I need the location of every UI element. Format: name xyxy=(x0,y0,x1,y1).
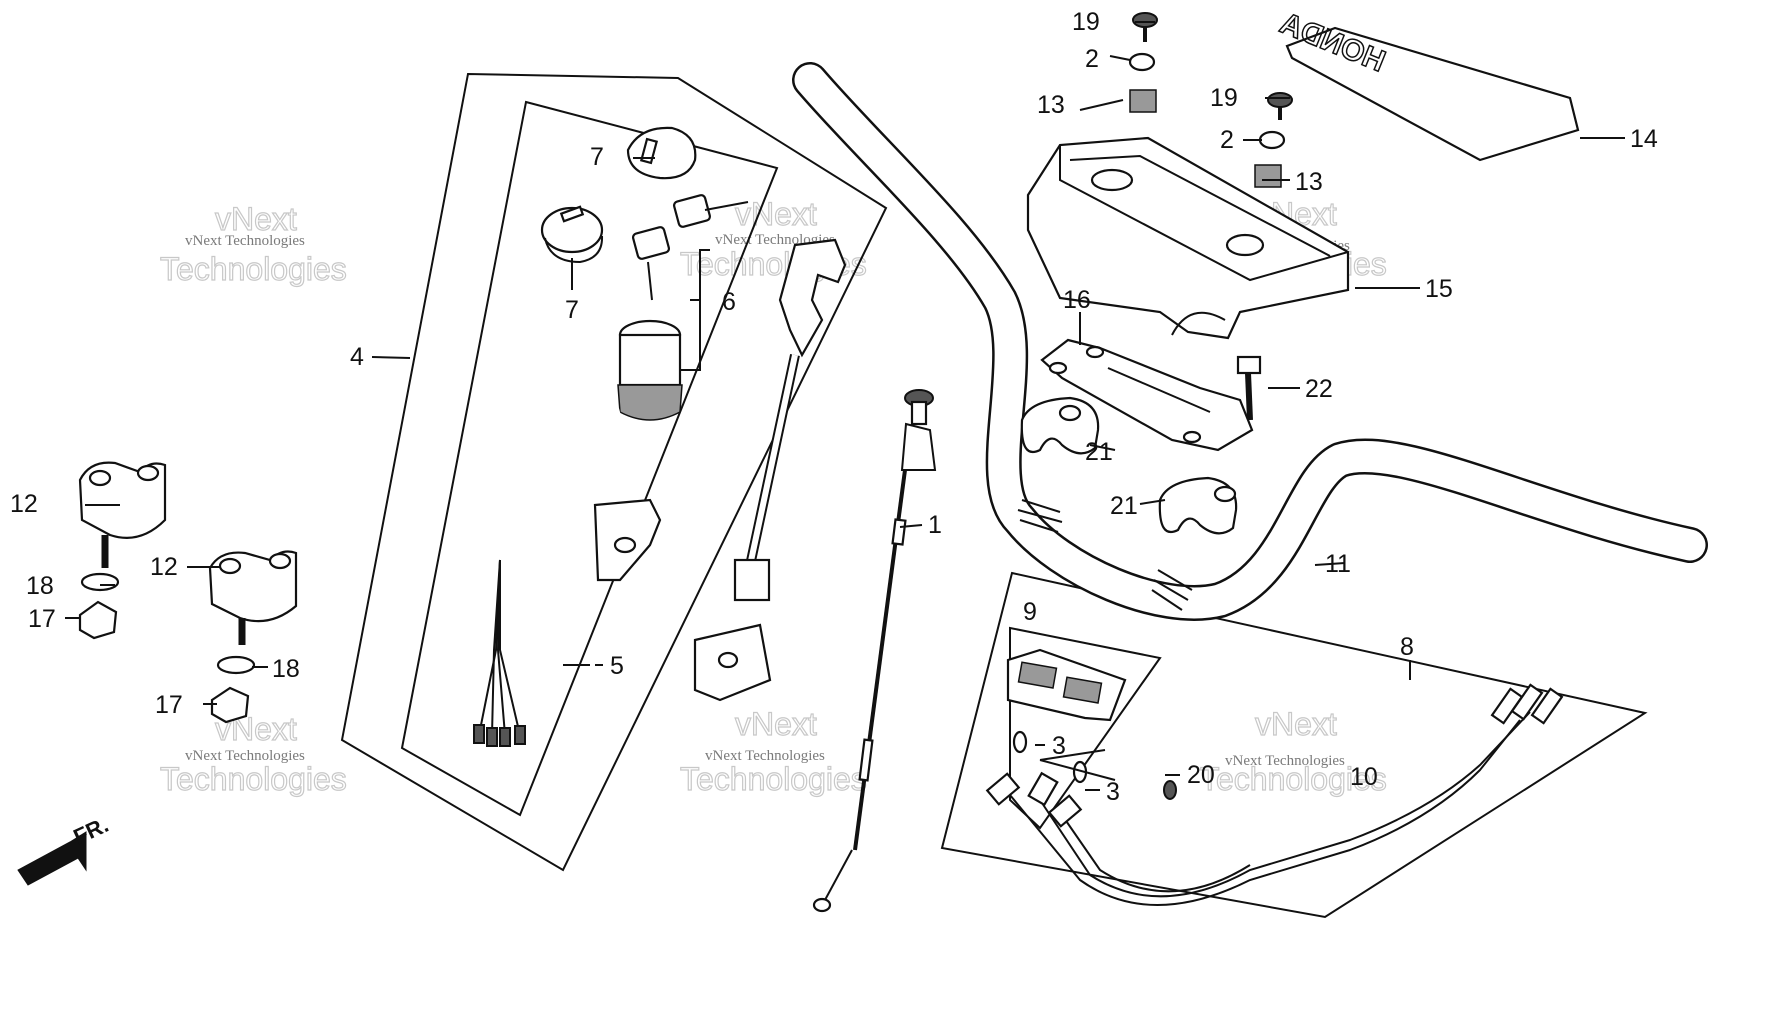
callout-8: 8 xyxy=(1400,633,1414,661)
callout-2: 2 xyxy=(1085,45,1099,73)
watermark-text: Technologies xyxy=(1200,761,1387,797)
ignition-wires xyxy=(473,559,526,747)
watermark: vNext Technologies vNext Technologies xyxy=(1199,705,1387,797)
callout-4: 4 xyxy=(350,343,364,371)
choke-cable xyxy=(812,389,937,913)
switch-clip xyxy=(593,498,662,582)
wire-harness xyxy=(985,683,1564,906)
watermark-text: Technologies xyxy=(160,761,347,797)
watermark-text: vNext xyxy=(215,201,297,237)
callout-7: 7 xyxy=(565,296,579,324)
ignition-group-outline xyxy=(340,72,888,872)
leader-lines xyxy=(65,21,1625,791)
ignition-switch xyxy=(496,319,683,563)
watermark-text: vNext Technologies xyxy=(185,748,305,764)
callout-12: 12 xyxy=(10,490,38,518)
callout-1: 1 xyxy=(928,511,942,539)
choke-lever xyxy=(693,238,847,702)
callout-22: 22 xyxy=(1305,375,1333,403)
indicator-subgroup-outline xyxy=(1009,626,1162,830)
watermark-text: vNext Technologies xyxy=(1225,753,1345,769)
ignition-cap-lower xyxy=(540,205,604,264)
callout-3: 3 xyxy=(1052,732,1066,760)
meter-bracket xyxy=(1040,338,1254,452)
fastener-stack-b xyxy=(1254,92,1293,188)
callouts: 1 2 2 3 3 4 5 6 7 7 8 9 10 11 12 12 13 1… xyxy=(10,8,1658,806)
handlebar xyxy=(792,62,1708,621)
callout-6: 6 xyxy=(722,288,736,316)
upper-holder-b xyxy=(1158,476,1238,535)
watermark-text: vNext xyxy=(1255,706,1337,742)
indicator-bulbs xyxy=(1012,730,1177,800)
callout-18: 18 xyxy=(272,655,300,683)
callout-15: 15 xyxy=(1425,275,1453,303)
watermark: vNext Technologies vNext Technologies xyxy=(679,705,867,797)
callout-19: 19 xyxy=(1210,84,1238,112)
callout-3: 3 xyxy=(1106,778,1120,806)
bolt-22 xyxy=(1236,355,1262,421)
upper-holder-a xyxy=(1020,396,1100,455)
ignition-keys xyxy=(631,194,749,301)
harness-plugs xyxy=(1490,683,1564,725)
ignition-cap-upper xyxy=(626,126,697,180)
callout-14: 14 xyxy=(1630,125,1658,153)
callout-21: 21 xyxy=(1085,438,1113,466)
callout-2: 2 xyxy=(1220,126,1234,154)
watermark-text: Technologies xyxy=(160,251,347,287)
callout-13: 13 xyxy=(1037,91,1065,119)
callout-11: 11 xyxy=(1325,550,1351,578)
meter-case xyxy=(1026,136,1350,340)
callout-9: 9 xyxy=(1023,598,1037,626)
callout-19: 19 xyxy=(1072,8,1100,36)
watermark-text: vNext Technologies xyxy=(185,233,305,249)
meter-cover: HONDA xyxy=(1275,6,1580,162)
handlebar-holder-upper xyxy=(78,461,167,640)
callout-13: 13 xyxy=(1295,168,1323,196)
front-direction-arrow: FR. xyxy=(17,812,112,886)
connector-group xyxy=(985,771,1083,828)
callout-10: 10 xyxy=(1350,763,1378,791)
callout-17: 17 xyxy=(28,605,56,633)
callout-17: 17 xyxy=(155,691,183,719)
handlebar-clamp-marks xyxy=(1017,499,1193,611)
callout-16: 16 xyxy=(1063,286,1091,314)
fastener-stack-a xyxy=(1128,12,1158,113)
watermark-text: Technologies xyxy=(680,761,867,797)
watermark-text: vNext Technologies xyxy=(705,748,825,764)
watermark-text: vNext xyxy=(735,706,817,742)
callout-18: 18 xyxy=(26,572,54,600)
callout-21: 21 xyxy=(1110,492,1138,520)
callout-20: 20 xyxy=(1187,761,1215,789)
watermark: vNext Technologies vNext Technologies xyxy=(159,200,347,287)
callout-7: 7 xyxy=(590,143,604,171)
indicator-panel xyxy=(1006,648,1127,722)
watermark: vNext Technologies vNext Technologies xyxy=(159,710,347,797)
callout-5: 5 xyxy=(610,652,624,680)
indicator-group-outline xyxy=(940,571,1648,919)
watermark-text: vNext xyxy=(735,196,817,232)
callout-12: 12 xyxy=(150,553,178,581)
handlebar-holder-lower xyxy=(208,550,298,724)
ignition-subgroup-outline xyxy=(400,100,779,817)
